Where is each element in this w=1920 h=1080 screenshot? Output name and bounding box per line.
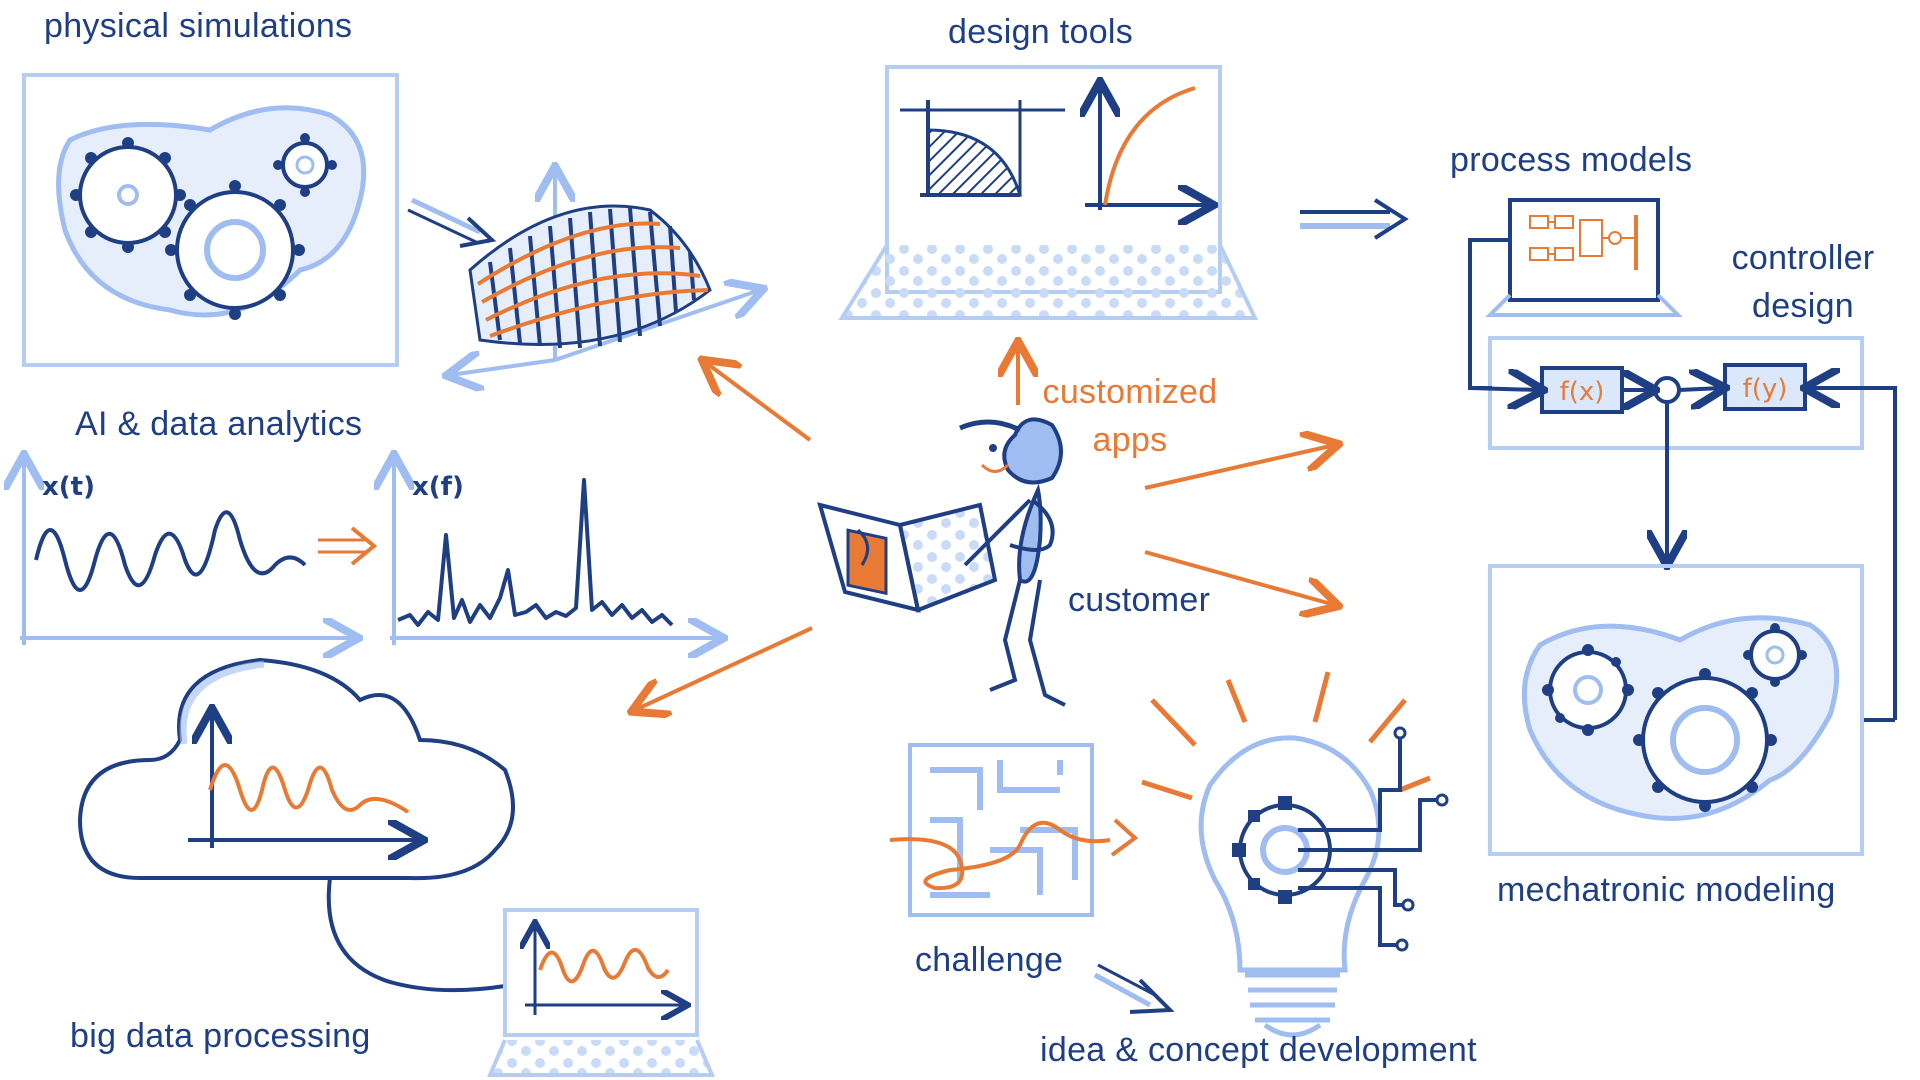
customer-arrows <box>635 345 1335 710</box>
time-signal-plot: x(t) <box>20 458 355 645</box>
right-arrow-icon <box>318 526 378 566</box>
gear-icon <box>70 137 186 253</box>
block-fy <box>1723 363 1807 411</box>
label-design-tools: design tools <box>948 13 1134 51</box>
svg-text:f(y): f(y) <box>1743 374 1788 404</box>
lightbulb-icon <box>1141 671 1449 1038</box>
process-models-laptop <box>1485 198 1683 317</box>
label-customized-apps-line1: customized <box>1042 373 1218 411</box>
label-challenge: challenge <box>915 941 1064 979</box>
label-big-data-processing: big data processing <box>70 1017 371 1055</box>
frequency-spectrum-plot: x(f) <box>390 458 720 645</box>
customer-figure <box>959 417 1066 707</box>
cloud-icon <box>77 657 515 881</box>
label-physical-simulations: physical simulations <box>44 7 353 45</box>
physical-simulation-panel <box>22 73 399 367</box>
small-laptop-icon <box>486 908 716 1077</box>
label-customized-apps-line2: apps <box>1092 421 1168 459</box>
design-tools-laptop <box>838 65 1259 320</box>
gear-icon <box>273 133 337 197</box>
label-controller-design-line1: controller <box>1731 239 1875 277</box>
gear-icon <box>1542 644 1634 736</box>
surface-plot-icon <box>450 170 760 375</box>
svg-text:f(x): f(x) <box>1560 377 1605 407</box>
double-arrow-icon <box>1300 198 1409 240</box>
label-mechatronic-modeling: mechatronic modeling <box>1497 871 1836 909</box>
cable-line <box>326 877 506 993</box>
label-customer: customer <box>1068 581 1211 619</box>
label-controller-design-line2: design <box>1752 287 1854 325</box>
label-ai-data-analytics: AI & data analytics <box>75 405 363 443</box>
controller-design-diagram: f(x) f(y) <box>1468 238 1897 722</box>
label-idea-concept-development: idea & concept development <box>1040 1031 1477 1069</box>
gear-icon <box>165 180 305 320</box>
double-arrow-icon <box>1093 963 1175 1014</box>
freq-spectrum-label: x(f) <box>412 472 464 502</box>
tablet-icon <box>817 502 998 613</box>
line-chart-icon <box>1085 85 1210 210</box>
summing-junction <box>1653 376 1681 404</box>
block-fx <box>1540 366 1624 414</box>
gear-icon <box>1743 623 1807 687</box>
area-chart-icon <box>900 100 1065 197</box>
time-signal-label: x(t) <box>42 472 95 502</box>
double-arrow-icon <box>407 197 497 248</box>
mechatronic-model-panel <box>1488 564 1864 856</box>
label-process-models: process models <box>1450 141 1693 179</box>
gear-icon <box>1633 668 1777 812</box>
maze-icon <box>889 743 1139 917</box>
